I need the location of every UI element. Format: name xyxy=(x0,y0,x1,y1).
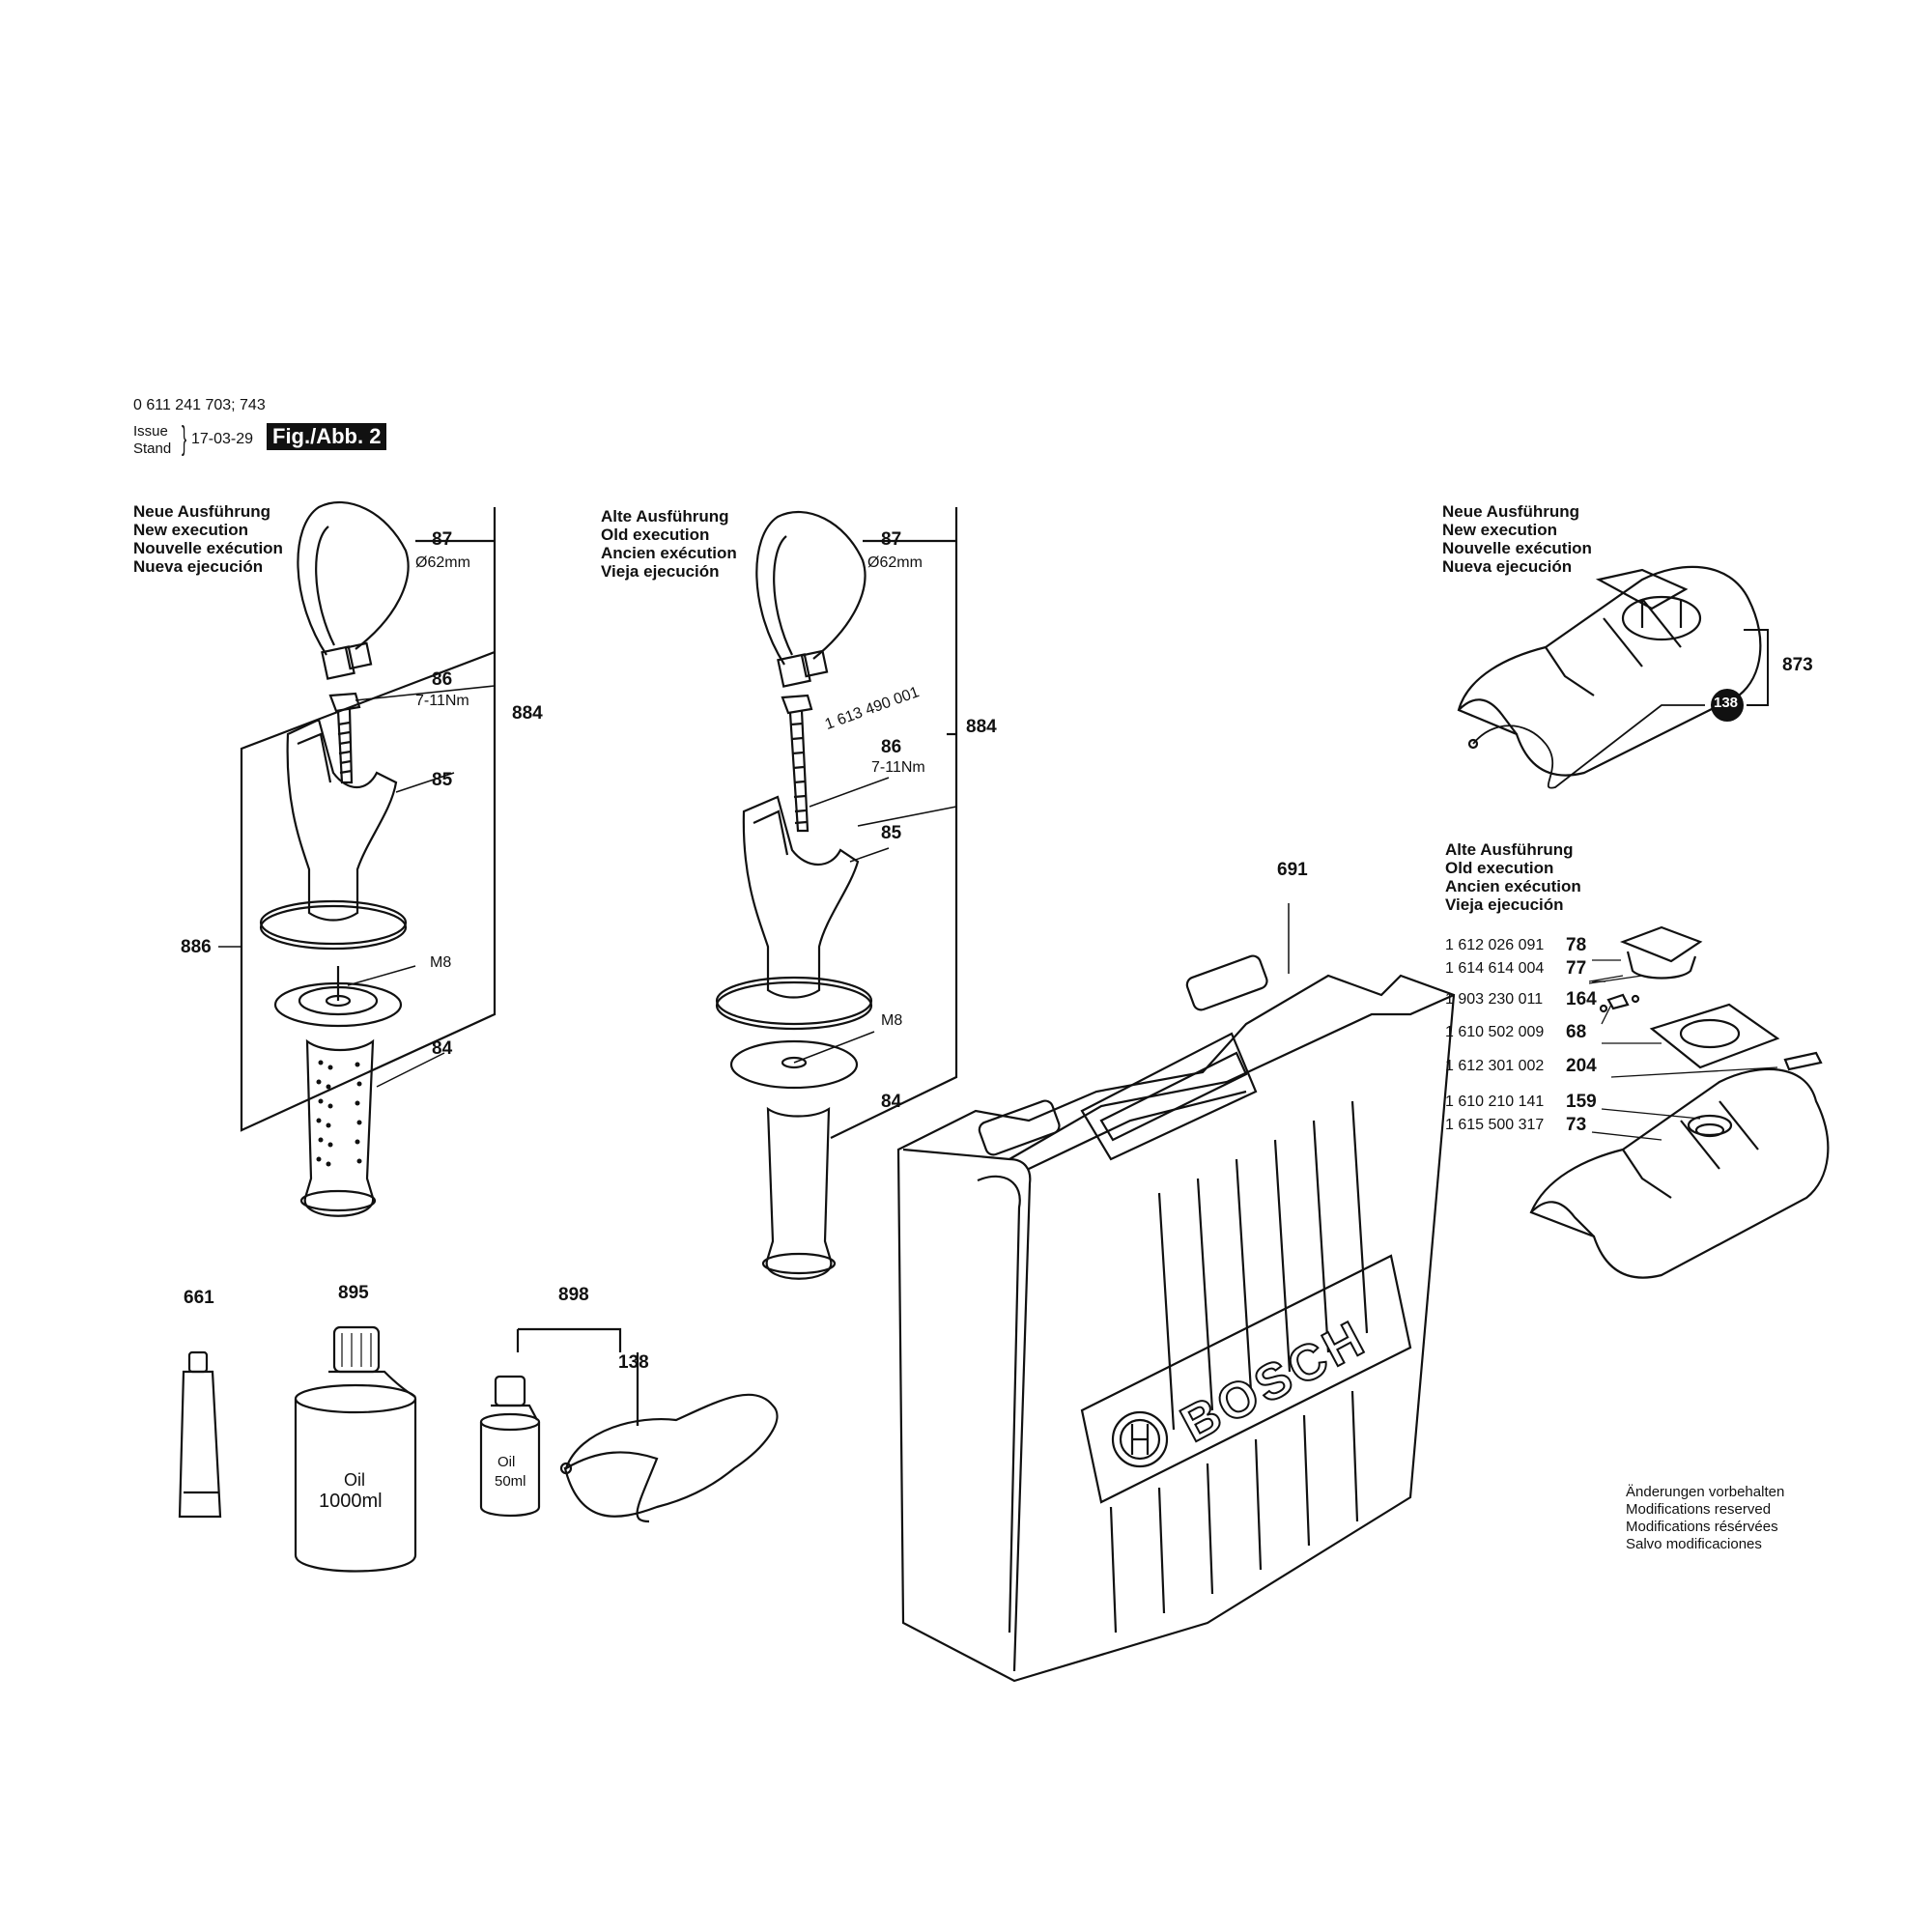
block-line: Nueva ejecución xyxy=(133,557,264,576)
block-line: Nueva ejecución xyxy=(1442,557,1573,576)
notice-line: Modifications reserved xyxy=(1626,1501,1772,1518)
new-execution-block-left: Neue Ausführung New execution Nouvelle e… xyxy=(133,502,283,576)
notice-line: Änderungen vorbehalten xyxy=(1626,1484,1785,1500)
grease-tube xyxy=(178,1350,222,1519)
plate-icon xyxy=(1649,1003,1780,1069)
part-ref: 204 xyxy=(1566,1056,1597,1076)
label-661: 661 xyxy=(184,1288,214,1308)
part-ref: 159 xyxy=(1566,1092,1597,1112)
block-line: Vieja ejecución xyxy=(601,562,720,581)
label-691: 691 xyxy=(1277,860,1308,880)
label-898: 898 xyxy=(558,1285,589,1305)
oil-bottle-1000ml xyxy=(294,1325,417,1573)
label-895: 895 xyxy=(338,1283,369,1303)
label-84-middle: 84 xyxy=(881,1092,902,1112)
label-86-left: 86 xyxy=(432,669,453,690)
figure-label: Fig./Abb. 2 xyxy=(267,423,387,450)
label-87-left: 87 xyxy=(432,529,453,550)
block-line: New execution xyxy=(1442,521,1558,539)
label-84-left: 84 xyxy=(432,1038,453,1059)
block-line: Alte Ausführung xyxy=(601,507,729,526)
label-86-middle: 86 xyxy=(881,737,902,757)
clip-icon xyxy=(1783,1051,1823,1071)
part-number: 1 615 500 317 xyxy=(1445,1117,1545,1133)
label-873: 873 xyxy=(1782,655,1813,675)
knob-icon xyxy=(1619,925,1703,963)
strap-icon xyxy=(297,500,410,656)
oil-small-volume: 50ml xyxy=(495,1473,526,1490)
label-884-middle: 884 xyxy=(966,717,997,737)
notice-line: Salvo modificaciones xyxy=(1626,1536,1762,1552)
label-87-middle: 87 xyxy=(881,529,902,550)
part-ref: 164 xyxy=(1566,989,1597,1009)
part-number: 1 610 502 009 xyxy=(1445,1024,1545,1040)
issue-label: Issue xyxy=(133,423,168,440)
block-line: Nouvelle exécution xyxy=(133,539,283,557)
part-number: 1 610 210 141 xyxy=(1445,1094,1545,1110)
block-line: Neue Ausführung xyxy=(1442,502,1579,521)
grip-icon xyxy=(303,1038,375,1217)
callout-138-circle xyxy=(1711,689,1744,722)
label-138-accessory: 138 xyxy=(618,1352,649,1373)
label-138-circled: 138 xyxy=(1714,695,1739,711)
cloth-icon xyxy=(559,1393,779,1523)
spring-icon xyxy=(1606,993,1630,1010)
model-number: 0 611 241 703; 743 xyxy=(133,397,266,413)
label-d62-middle: Ø62mm xyxy=(867,554,923,571)
old-execution-block-middle: Alte Ausführung Old execution Ancien exé… xyxy=(601,507,737,581)
oil-big-label: Oil xyxy=(344,1470,365,1490)
block-line: Ancien exécution xyxy=(1445,877,1581,895)
old-execution-block-right: Alte Ausführung Old execution Ancien exé… xyxy=(1445,840,1581,914)
label-torque-left: 7-11Nm xyxy=(415,693,469,709)
oil-small-label: Oil xyxy=(497,1454,516,1470)
stand-label: Stand xyxy=(133,440,172,457)
part-ref: 78 xyxy=(1566,935,1587,955)
block-line: Vieja ejecución xyxy=(1445,895,1564,914)
part-ref: 73 xyxy=(1566,1115,1587,1135)
issue-date: 17-03-29 xyxy=(191,431,254,447)
part-ref: 68 xyxy=(1566,1022,1587,1042)
label-m8-middle: M8 xyxy=(881,1012,903,1029)
block-line: Alte Ausführung xyxy=(1445,840,1574,859)
label-884-left: 884 xyxy=(512,703,543,724)
new-execution-block-right: Neue Ausführung New execution Nouvelle e… xyxy=(1442,502,1592,576)
block-line: Old execution xyxy=(1445,859,1554,877)
oil-bottle-50ml xyxy=(479,1327,639,1518)
block-line: Neue Ausführung xyxy=(133,502,270,521)
oil-big-volume: 1000ml xyxy=(319,1491,383,1512)
block-line: Old execution xyxy=(601,526,710,544)
modifications-notice: Änderungen vorbehalten Modifications res… xyxy=(1626,1484,1784,1553)
label-m8-left: M8 xyxy=(430,954,452,971)
brace: } xyxy=(182,420,187,457)
part-number: 1 612 301 002 xyxy=(1445,1058,1545,1074)
label-85-middle: 85 xyxy=(881,823,902,843)
old-parts-explode xyxy=(1529,925,1830,1279)
strap-icon xyxy=(755,510,867,666)
clamp-icon xyxy=(286,718,398,922)
label-886: 886 xyxy=(181,937,212,957)
left-handle-assembly xyxy=(218,500,497,1217)
part-number: 1 614 614 004 xyxy=(1445,960,1545,977)
label-d62-left: Ø62mm xyxy=(415,554,470,571)
block-line: Nouvelle exécution xyxy=(1442,539,1592,557)
block-line: Ancien exécution xyxy=(601,544,737,562)
clamp-icon xyxy=(742,795,860,999)
label-85-left: 85 xyxy=(432,770,453,790)
middle-handle-assembly xyxy=(715,507,958,1280)
bosch-case xyxy=(896,903,1456,1683)
block-line: New execution xyxy=(133,521,249,539)
label-torque-middle: 7-11Nm xyxy=(871,759,925,776)
part-number: 1 903 230 011 xyxy=(1445,991,1544,1008)
cover-new-icon xyxy=(1457,565,1769,789)
part-number: 1 612 026 091 xyxy=(1445,937,1545,953)
notice-line: Modifications résérvées xyxy=(1626,1519,1778,1535)
part-ref: 77 xyxy=(1566,958,1587,979)
